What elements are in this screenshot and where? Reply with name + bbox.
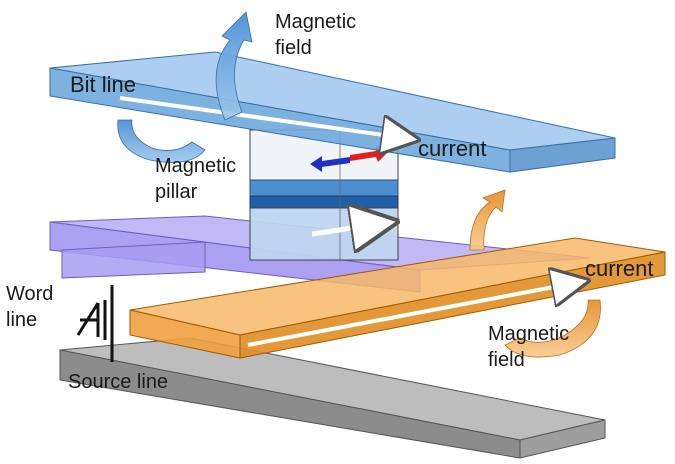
right-current-label: current [585,256,653,281]
top-field-label-2: field [275,37,312,59]
word-line-label-2: line [6,309,37,331]
blue-field-arrow [117,11,253,163]
pillar-label-2: pillar [155,181,198,203]
bit-line-label: Bit line [70,72,136,97]
source-line-bar [59,337,606,459]
pillar-label-1: Magnetic [155,155,236,177]
transistor-symbol [76,285,114,362]
bit-line-bar [49,51,616,173]
bit-line-current-arrow [119,96,405,138]
bottom-field-label-1: Magnetic [488,323,569,345]
bottom-field-label-2: field [488,349,525,371]
top-field-label-1: Magnetic [275,11,356,33]
source-line-label: Source line [68,371,168,393]
top-current-label: current [418,136,486,161]
orange-bar [129,237,666,359]
orange-field-arrow [469,189,601,358]
word-line-label-1: Word [6,283,53,305]
fixed-magnetization-arrow [311,224,380,234]
orange-current-arrow [247,283,575,347]
magnetic-pillar [249,129,398,261]
